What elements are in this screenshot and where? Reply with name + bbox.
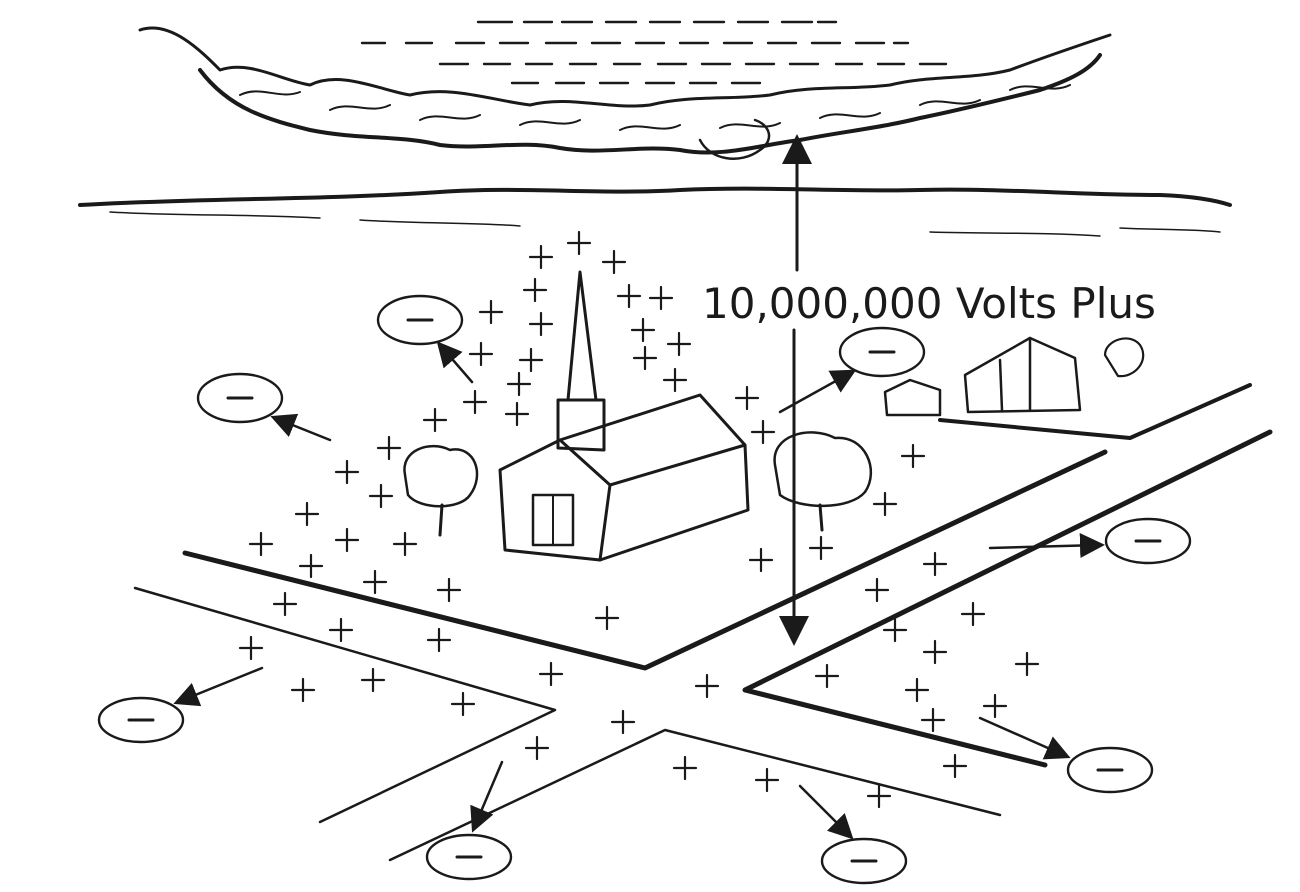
storm-cloud [140,22,1110,159]
negative-charge-2 [198,374,330,440]
negative-charge-5 [99,668,262,742]
cloud-negative-charges [362,22,946,83]
negative-charge-3 [780,328,924,412]
tree-icon-right [775,432,871,530]
negative-charge-8 [800,786,906,883]
voltage-label: 10,000,000 Volts Plus [702,279,1156,328]
tree-icon [404,446,477,535]
negative-charge-7 [427,762,511,879]
negative-charge-1 [378,296,472,382]
horizon [80,189,1230,236]
